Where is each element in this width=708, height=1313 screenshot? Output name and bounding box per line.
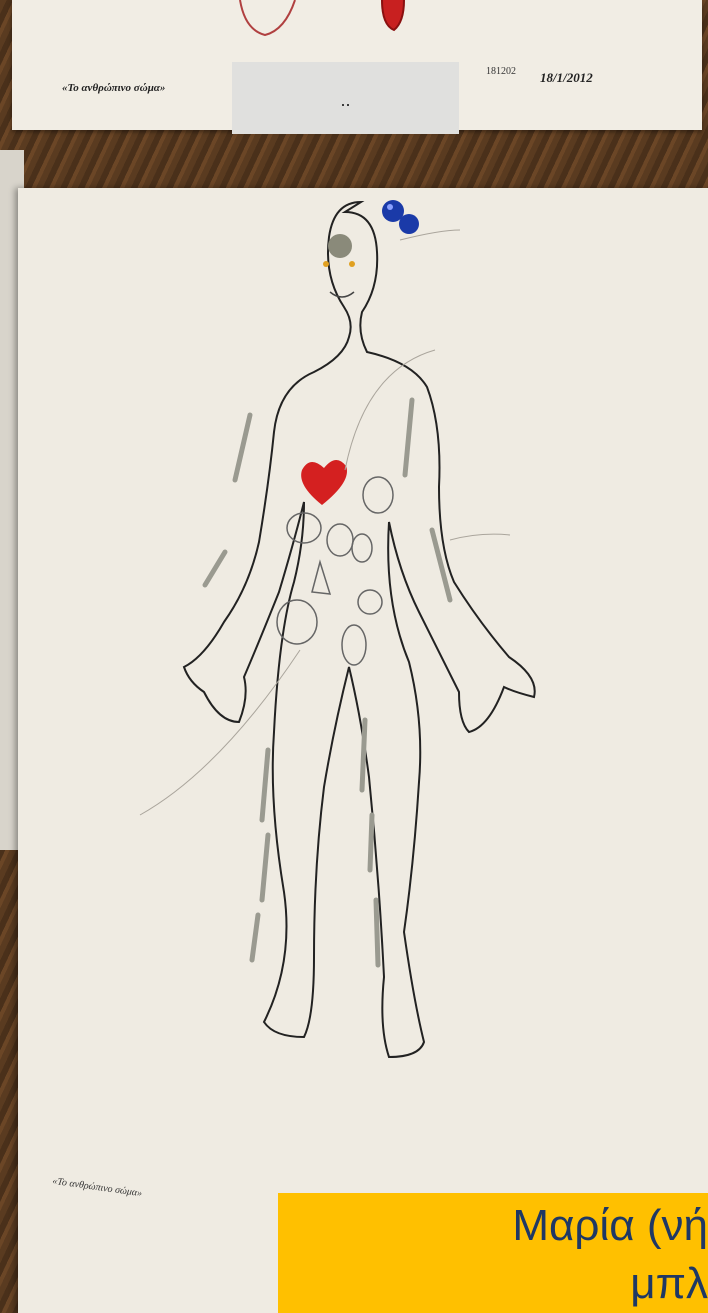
brain-mark — [328, 234, 352, 258]
pushpin-icon — [382, 200, 419, 234]
caption-line-2: μπλ — [630, 1259, 708, 1309]
heart-drawing — [301, 460, 347, 505]
caption-box: Μαρία (νή μπλ — [278, 1193, 708, 1313]
organ-sketches — [277, 477, 393, 665]
caption-line-1: Μαρία (νή — [512, 1201, 708, 1251]
label-leader-lines — [140, 230, 510, 815]
body-outline — [184, 202, 535, 1057]
